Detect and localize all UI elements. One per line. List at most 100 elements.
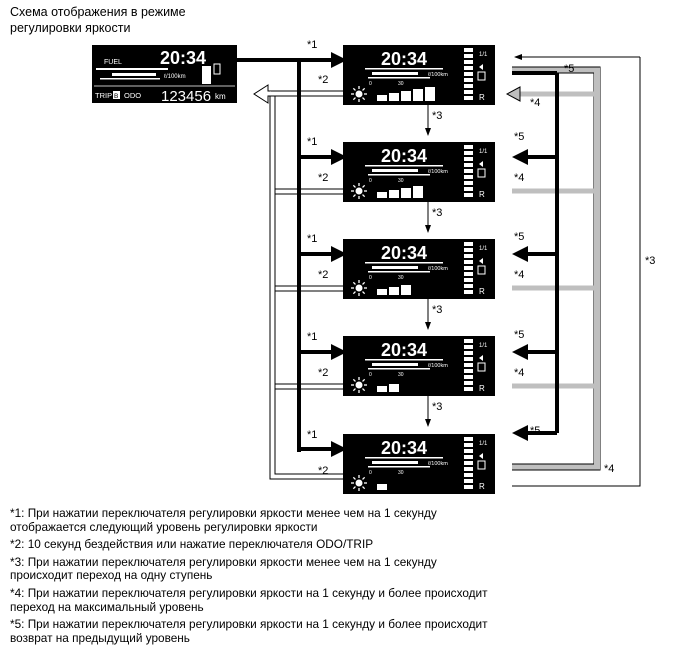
gauge-segment [464,60,473,64]
mark-4-label: *4 [514,269,524,281]
gear-top: 1/1 [479,52,488,58]
screen-divider [365,262,443,264]
gear-top: 1/1 [479,441,488,447]
mark-2-label: *2 [318,74,328,86]
title-line-2: регулировки яркости [10,21,131,35]
consumption-scale [368,77,430,79]
gauge-segment [464,96,473,100]
sun-ray [362,388,366,392]
brightness-bar [401,285,411,295]
fuel-label: FUEL [104,59,122,66]
gauge-segment [464,72,473,76]
sun-ray [362,281,366,285]
gear-letter: R [479,93,485,102]
sun-ray [352,291,356,295]
scale-mid: 30 [398,81,404,87]
mark-5-label: *5 [514,131,524,143]
flow-1-lines [237,52,347,457]
footnote-line: *3: При нажатии переключателя регулировк… [10,554,437,569]
gauge-segment [464,357,473,361]
gear-top: 1/1 [479,343,488,349]
pointer-icon [479,453,483,459]
pointer-icon [479,64,483,70]
consumption-bar [372,266,418,269]
mark-2-label: *2 [318,367,328,379]
diagram-title: Схема отображения в режиме регулировки я… [10,4,250,36]
mark-3-label: *3 [432,401,442,413]
odometer-value: 123456 [161,88,211,105]
mark-5-label: *5 [514,329,524,341]
sun-ray [352,281,356,285]
gear-top: 1/1 [479,149,488,155]
gauge-segment [464,175,473,179]
sun-ray [362,378,366,382]
mark-1-label: *1 [307,136,317,148]
gauge-segment [464,473,473,477]
footnote-3: *3: При нажатии переключателя регулировк… [10,554,680,583]
gauge-segment [464,479,473,483]
gauge-segment [464,467,473,471]
sun-ray [362,291,366,295]
mark-4-label: *4 [514,172,524,184]
gauge-segment [464,260,473,264]
footnote-2: *2: 10 секунд бездействия или нажатие пе… [10,538,680,552]
mark-2-label: *2 [318,172,328,184]
footnote-5: *5: При нажатии переключателя регулировк… [10,618,680,645]
gauge-segment [464,78,473,82]
mark-5-label: *5 [530,425,540,437]
gauge-segment [464,187,473,191]
flow-4-5-lines [505,66,601,471]
gauge-segment [464,151,473,155]
screen-consumption-unit: ℓ/100km [428,363,448,369]
consumption-scale [368,174,430,176]
sun-ray [352,378,356,382]
screen-clock: 20:34 [381,243,427,263]
mark-2-label: *2 [318,465,328,477]
brightness-bar [389,190,399,198]
scale-zero: 0 [369,275,372,281]
fuel-pump-icon [477,265,486,275]
mark-3-label: *3 [432,207,442,219]
mark-5-label: *5 [514,231,524,243]
gauge-segment [464,437,473,441]
mark-5-label: *5 [564,63,574,75]
gear-letter: R [479,190,485,199]
odo-label: ODO [124,91,141,100]
footnote-line: *5: При нажатии переключателя регулировк… [10,617,488,632]
consumption-scale [368,466,430,468]
gauge-segment [464,48,473,52]
brightness-bar [413,186,423,198]
scale-mid: 30 [398,178,404,184]
screen-clock: 20:34 [381,49,427,69]
consumption-bar [372,169,418,172]
gear-letter: R [479,287,485,296]
mark-3-label: *3 [432,110,442,122]
screen-divider [365,457,443,459]
sun-ray [362,486,366,490]
footnote-line: происходит переход на одну ступень [10,568,213,583]
gear-top: 1/1 [479,246,488,252]
sun-ray [362,97,366,101]
gauge-segment [464,169,473,173]
screen-consumption-unit: ℓ/100km [428,169,448,175]
pointer-icon [479,258,483,264]
gauge-segment [464,369,473,373]
fuel-pump-icon [477,71,486,81]
sun-icon [355,284,363,292]
gauge-segment [464,157,473,161]
brightness-bar [401,91,411,101]
consumption-scale [368,368,430,370]
fuel-pump-icon [477,460,486,470]
screen-clock: 20:34 [381,146,427,166]
screen-clock: 20:34 [381,438,427,458]
mark-1-label: *1 [307,429,317,441]
gauge-segment [464,193,473,197]
screen-divider [365,165,443,167]
mark-4-label: *4 [514,367,524,379]
gauge-segment [464,242,473,246]
gauge-segment [464,381,473,385]
